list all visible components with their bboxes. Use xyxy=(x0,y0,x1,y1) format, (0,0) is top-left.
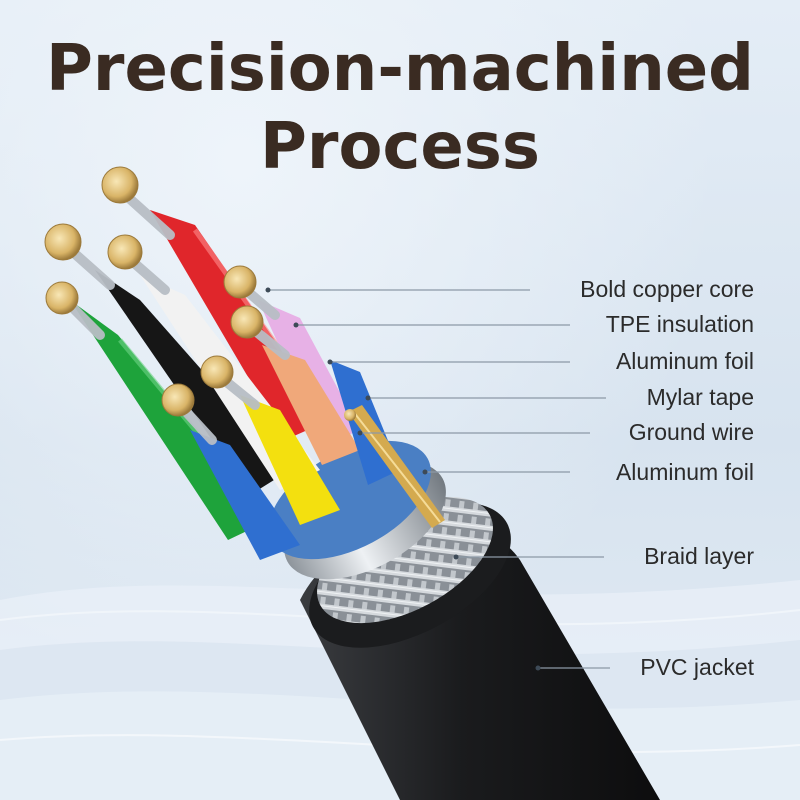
leader-dots xyxy=(265,287,541,671)
wire-yellow xyxy=(240,395,340,525)
title-line-1: Precision-machined xyxy=(46,32,754,106)
braid-layer xyxy=(317,496,493,624)
label-pvc-jacket: PVC jacket xyxy=(640,654,754,680)
copper-core-icon xyxy=(44,166,356,421)
page-title: Precision-machined Process xyxy=(0,30,800,186)
label-aluminum-foil: Aluminum foil xyxy=(615,348,754,374)
label-mylar-tape: Mylar tape xyxy=(646,384,754,410)
wire-orange xyxy=(262,345,360,465)
label-tpe-insulation: TPE insulation xyxy=(605,311,754,337)
label-braid-layer: Braid layer xyxy=(644,543,754,569)
label-aluminum-foil-outer: Aluminum foil xyxy=(615,459,754,485)
wire-blue xyxy=(190,430,300,560)
label-bold-copper-core: Bold copper core xyxy=(580,276,754,302)
wire-black xyxy=(95,270,290,495)
label-ground-wire: Ground wire xyxy=(628,419,754,445)
title-line-2: Process xyxy=(260,110,540,184)
leader-lines xyxy=(268,289,610,669)
